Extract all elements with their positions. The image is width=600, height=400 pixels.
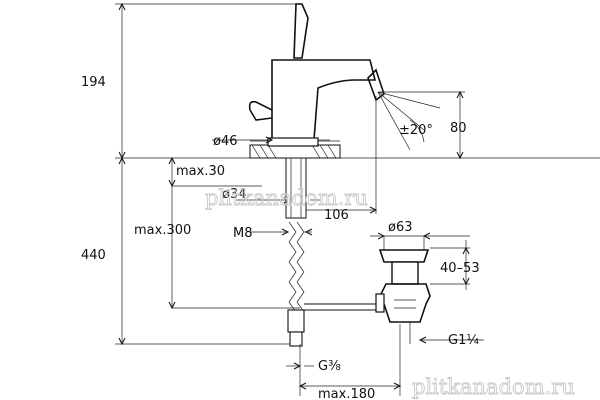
dim-max-below: max.300 [134, 223, 191, 238]
supply-hoses [250, 157, 313, 347]
watermark-corner: plitkanadom.ru [412, 375, 575, 399]
dim-max-pullrod: max.180 [318, 387, 375, 400]
spout-angle-lines [377, 90, 465, 160]
waste-valve [370, 232, 484, 344]
dim-supply-thread: G⅜ [318, 359, 341, 374]
dim-base-diameter: ø46 [213, 134, 238, 149]
dim-total-height: 440 [81, 248, 106, 263]
left-dimension-lines [115, 2, 600, 346]
faucet-body [248, 3, 385, 147]
dim-thread: M8 [233, 226, 253, 241]
dim-waste-range: 40–53 [440, 261, 480, 276]
dim-waste-thread: G1¼ [448, 333, 479, 348]
dim-waste-diameter: ø63 [388, 220, 413, 235]
dim-faucet-height: 194 [81, 75, 106, 90]
dim-hole-diameter: ø34 [222, 187, 247, 202]
dim-spout-reach: 106 [324, 208, 349, 223]
dim-spout-height: 80 [450, 121, 467, 136]
dim-spout-angle: ±20° [399, 123, 433, 138]
dim-max-deck: max.30 [176, 164, 225, 179]
popup-rod [286, 303, 402, 396]
watermark-center: plitkanadom.ru [205, 186, 368, 210]
